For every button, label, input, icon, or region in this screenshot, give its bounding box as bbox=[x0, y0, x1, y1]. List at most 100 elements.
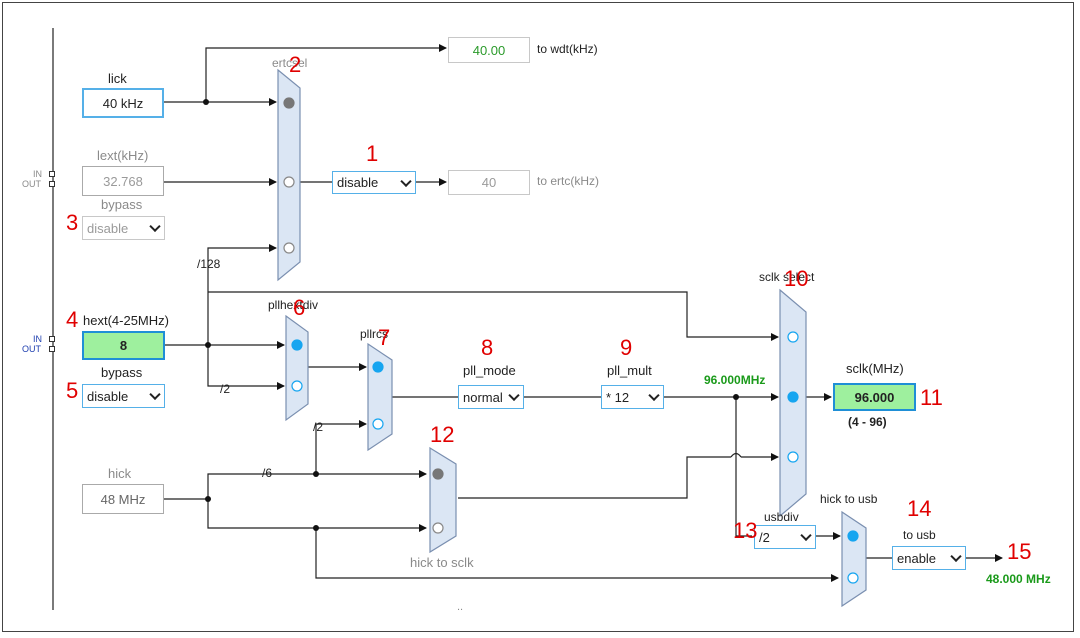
sclk-label: sclk(MHz) bbox=[846, 361, 904, 376]
mux-hick-to-usb bbox=[841, 510, 867, 608]
hick-label: hick bbox=[108, 466, 132, 481]
callout-5: 5 bbox=[66, 378, 79, 403]
chevron-down-icon bbox=[400, 175, 412, 187]
wire-hick-muxhick bbox=[207, 470, 427, 499]
footer-dots: .. bbox=[457, 601, 464, 613]
lick-freq-field[interactable]: 40 kHz bbox=[82, 88, 164, 118]
hext-bypass-value: disable bbox=[87, 388, 129, 404]
mux-ertcsel bbox=[277, 68, 301, 282]
pll-mode-select[interactable]: normal bbox=[458, 385, 524, 409]
pll-mult-value: * 12 bbox=[606, 389, 630, 405]
pllrcs-input-selected[interactable] bbox=[372, 361, 384, 373]
lext-out-port[interactable] bbox=[49, 181, 55, 187]
hick-to-sclk-label: hick to sclk bbox=[410, 555, 474, 570]
hick-div6-label: /6 bbox=[262, 466, 273, 480]
hext-bypass-label: bypass bbox=[101, 365, 143, 380]
sclk-freq-field: 96.000 bbox=[833, 383, 916, 411]
hext-out-port[interactable] bbox=[49, 346, 55, 352]
callout-8: 8 bbox=[481, 335, 494, 360]
hicksclk-input-selected[interactable] bbox=[432, 468, 444, 480]
callout-9: 9 bbox=[620, 335, 633, 360]
pllhextdiv-div-label: /2 bbox=[220, 382, 231, 396]
callout-13: 13 bbox=[733, 518, 758, 543]
pllrcs-label: pllrcs bbox=[360, 327, 389, 341]
ertc-select-value: disable bbox=[337, 175, 379, 190]
chevron-down-icon bbox=[149, 220, 161, 233]
pll-mode-label: pll_mode bbox=[463, 363, 516, 378]
callout-14: 14 bbox=[907, 496, 932, 521]
usb-freq-readout: 48.000 MHz bbox=[986, 572, 1051, 586]
lick-label: lick bbox=[108, 71, 127, 86]
wire-hick-muxhick-2 bbox=[207, 499, 427, 532]
hext-out-label: OUT bbox=[22, 344, 41, 354]
pll-mult-select[interactable]: * 12 bbox=[601, 385, 664, 409]
ertcsel-label: ertcsel bbox=[272, 56, 308, 70]
pll-mode-value: normal bbox=[463, 389, 503, 405]
callout-2: 2 bbox=[289, 52, 302, 77]
usbmux-input[interactable] bbox=[847, 572, 859, 584]
usbdiv-value: /2 bbox=[759, 529, 770, 545]
lext-in-port[interactable] bbox=[49, 171, 55, 177]
callout-15: 15 bbox=[1007, 539, 1032, 564]
chevron-down-icon bbox=[800, 529, 812, 542]
ertcsel-input[interactable] bbox=[283, 176, 295, 188]
ertcsel-input[interactable] bbox=[283, 242, 295, 254]
mux-sclk-select bbox=[779, 288, 807, 518]
hext-bypass-select[interactable]: disable bbox=[82, 384, 165, 408]
junction-dot bbox=[203, 99, 209, 105]
junction-dot bbox=[313, 471, 319, 477]
callout-10: 10 bbox=[784, 266, 809, 291]
pllhextdiv-input[interactable] bbox=[291, 380, 303, 392]
hick-to-usb-label: hick to usb bbox=[820, 492, 878, 506]
chevron-down-icon bbox=[149, 388, 161, 401]
pllhextdiv-input-selected[interactable] bbox=[291, 339, 303, 351]
pllhextdiv-label: pllhextdiv bbox=[268, 298, 319, 312]
lext-bypass-label: bypass bbox=[101, 197, 143, 212]
usbdiv-select[interactable]: /2 bbox=[754, 525, 816, 549]
sclkselect-input[interactable] bbox=[787, 451, 799, 463]
sclkselect-input-selected[interactable] bbox=[787, 391, 799, 403]
ertc-output-field: 40 bbox=[448, 170, 530, 195]
wire-muxhick-sclk-a bbox=[458, 456, 731, 499]
usb-enable-select[interactable]: enable bbox=[892, 546, 966, 570]
div128-label: /128 bbox=[197, 257, 221, 271]
pllrcs-div-label: /2 bbox=[313, 420, 324, 434]
usbdiv-label: usbdiv bbox=[764, 510, 799, 524]
mux-pllhextdiv bbox=[285, 314, 309, 422]
wire-hick-div2 bbox=[315, 420, 367, 474]
wire-pll-usbdiv bbox=[735, 397, 752, 537]
hext-freq-field[interactable]: 8 bbox=[82, 331, 165, 360]
hicksclk-input[interactable] bbox=[432, 522, 444, 534]
mux-pllrcs bbox=[367, 342, 393, 452]
callout-4: 4 bbox=[66, 307, 79, 332]
junction-dot bbox=[313, 525, 319, 531]
pllrcs-input[interactable] bbox=[372, 418, 384, 430]
ertcsel-input-selected[interactable] bbox=[283, 97, 295, 109]
sclk-select-label: sclk select bbox=[759, 270, 815, 284]
junction-dot bbox=[205, 496, 211, 502]
sclkselect-input[interactable] bbox=[787, 331, 799, 343]
ertc-label: to ertc(kHz) bbox=[537, 174, 600, 188]
callout-7: 7 bbox=[378, 325, 391, 350]
hext-in-port[interactable] bbox=[49, 336, 55, 342]
lext-bypass-select[interactable]: disable bbox=[82, 216, 165, 240]
hext-label: hext(4-25MHz) bbox=[83, 313, 169, 328]
mux-hick-to-sclk bbox=[429, 446, 457, 554]
junction-dot bbox=[733, 394, 739, 400]
chevron-down-icon bbox=[648, 389, 660, 402]
junction-dot bbox=[205, 342, 211, 348]
wire-hext-div2 bbox=[207, 345, 285, 390]
lext-freq-field[interactable]: 32.768 bbox=[82, 166, 164, 196]
lext-bypass-value: disable bbox=[87, 220, 129, 236]
callout-1: 1 bbox=[366, 141, 379, 166]
callout-6: 6 bbox=[293, 295, 306, 320]
lext-in-label: IN bbox=[33, 169, 42, 179]
callout-3: 3 bbox=[66, 210, 79, 235]
wire-lick-wdt bbox=[205, 44, 447, 102]
ertc-enable-select[interactable]: disable bbox=[332, 171, 416, 194]
usbmux-input-selected[interactable] bbox=[847, 530, 859, 542]
lext-label: lext(kHz) bbox=[97, 148, 149, 163]
callout-12: 12 bbox=[430, 422, 455, 447]
